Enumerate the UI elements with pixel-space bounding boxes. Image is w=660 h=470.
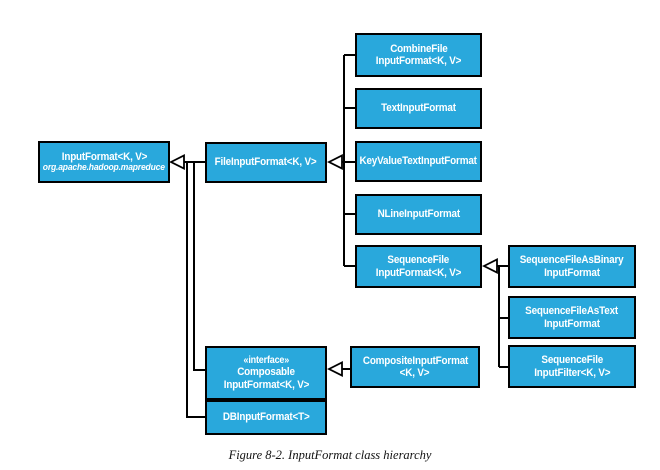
class-name: InputFormat<K, V> xyxy=(223,378,309,391)
edge-composableinputformat xyxy=(193,162,205,371)
inheritance-arrow-icon xyxy=(326,361,343,377)
class-name: Composable xyxy=(237,366,295,379)
class-name: KeyValueTextInputFormat xyxy=(359,155,478,168)
class-name: SequenceFileAsBinary xyxy=(520,254,624,267)
class-name: InputFilter<K, V> xyxy=(533,366,611,379)
edge-dbinputformat xyxy=(186,162,205,418)
inheritance-arrow-icon xyxy=(481,258,498,274)
class-name: TextInputFormat xyxy=(381,102,456,115)
class-name: InputFormat xyxy=(544,317,600,330)
class-box-keyvaluetextinputformat: KeyValueTextInputFormat xyxy=(355,141,482,182)
class-box-textinputformat: TextInputFormat xyxy=(355,88,482,129)
class-name: CombineFile xyxy=(389,42,448,55)
class-name: FileInputFormat<K, V> xyxy=(215,156,317,169)
class-name: CompositeInputFormat xyxy=(362,354,468,367)
class-box-fileinputformat: FileInputFormat<K, V> xyxy=(205,142,327,183)
class-box-sequencefileastextinputformat: SequenceFileAsText InputFormat xyxy=(508,296,636,339)
class-name: InputFormat<K, V> xyxy=(61,150,147,163)
class-name: InputFormat<K, V> xyxy=(375,266,462,279)
class-name: <K, V> xyxy=(400,367,430,379)
class-name: SequenceFile xyxy=(541,354,603,367)
class-box-sequencefileinputfilter: SequenceFile InputFilter<K, V> xyxy=(508,345,636,388)
class-box-sequencefileinputformat: SequenceFile InputFormat<K, V> xyxy=(355,245,482,288)
class-box-inputformat: InputFormat<K, V> org.apache.hadoop.mapr… xyxy=(38,141,170,183)
class-box-sequencefileasbinaryinputformat: SequenceFileAsBinary InputFormat xyxy=(508,245,636,288)
class-name: DBInputFormat<T> xyxy=(222,411,310,424)
figure-caption: Figure 8-2. InputFormat class hierarchy xyxy=(228,448,432,462)
class-box-dbinputformat: DBInputFormat<T> xyxy=(205,400,327,435)
inheritance-arrow-icon xyxy=(326,154,343,170)
class-name: InputFormat<K, V> xyxy=(375,55,462,67)
edge-trunk-sequence xyxy=(497,265,500,367)
class-box-combinefileinputformat: CombineFile InputFormat<K, V> xyxy=(355,33,482,77)
class-name: NLineInputFormat xyxy=(377,208,460,221)
stereotype-label: «interface» xyxy=(243,355,289,367)
inheritance-arrow-icon xyxy=(168,154,185,170)
class-name: SequenceFileAsText xyxy=(525,305,619,318)
package-name: org.apache.hadoop.mapreduce xyxy=(43,161,166,173)
class-box-compositeinputformat: CompositeInputFormat <K, V> xyxy=(350,346,480,388)
class-box-nlineinputformat: NLineInputFormat xyxy=(355,194,482,235)
class-name: InputFormat xyxy=(544,266,600,279)
class-name: SequenceFile xyxy=(387,254,450,267)
interface-box-composableinputformat: «interface» Composable InputFormat<K, V> xyxy=(205,346,327,400)
